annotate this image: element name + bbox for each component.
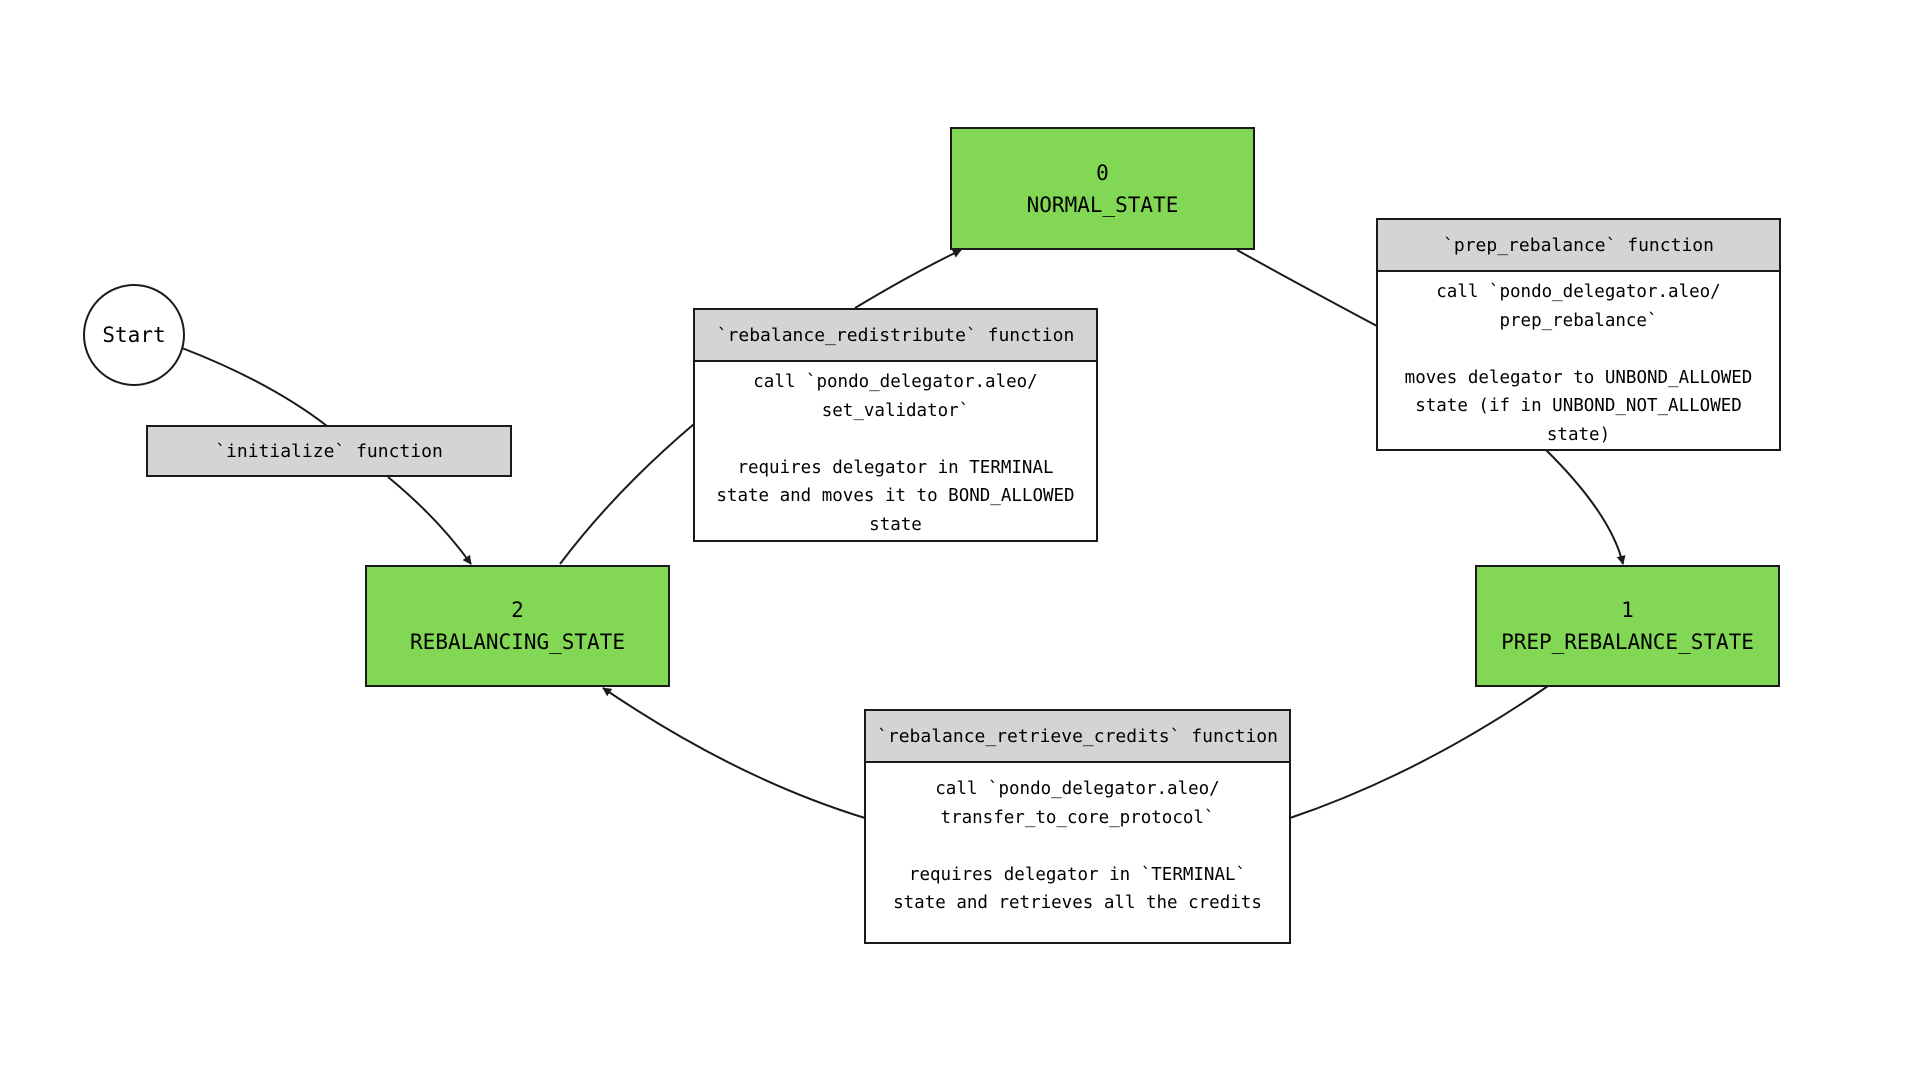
edge-initialize-to-rebalancing bbox=[387, 476, 472, 565]
function-rebalance-redistribute-body: call `pondo_delegator.aleo/ set_validato… bbox=[695, 362, 1096, 539]
function-initialize: `initialize` function bbox=[146, 425, 512, 477]
state-prep-rebalance: 1 PREP_REBALANCE_STATE bbox=[1475, 565, 1780, 687]
state-normal-name: NORMAL_STATE bbox=[1026, 192, 1179, 217]
call-line: call `pondo_delegator.aleo/ bbox=[1436, 282, 1721, 302]
state-rebalancing: 2 REBALANCING_STATE bbox=[365, 565, 670, 687]
edge-prep-state-to-retrieve bbox=[1289, 685, 1549, 819]
start-node: Start bbox=[83, 284, 185, 386]
function-rebalance-retrieve-credits-title: `rebalance_retrieve_credits` function bbox=[866, 711, 1289, 763]
edge-rebalancing-to-redistribute bbox=[559, 423, 695, 565]
edge-normal-to-prep-fn bbox=[1236, 249, 1378, 327]
note-line: state and retrieves all the credits bbox=[893, 893, 1262, 913]
note-line: state (if in UNBOND_NOT_ALLOWED bbox=[1415, 396, 1742, 416]
state-prep-rebalance-name: PREP_REBALANCE_STATE bbox=[1501, 630, 1754, 654]
note-line: requires delegator in `TERMINAL` bbox=[908, 864, 1247, 885]
note-line: state and moves it to BOND_ALLOWED bbox=[716, 486, 1075, 506]
state-rebalancing-name: REBALANCING_STATE bbox=[410, 630, 625, 654]
function-initialize-title: `initialize` function bbox=[148, 427, 510, 475]
function-rebalance-retrieve-credits: `rebalance_retrieve_credits` function ca… bbox=[864, 709, 1291, 944]
state-prep-rebalance-number: 1 bbox=[1621, 598, 1634, 622]
start-label: Start bbox=[102, 323, 166, 347]
function-prep-rebalance-title: `prep_rebalance` function bbox=[1378, 220, 1779, 272]
call-line: set_validator` bbox=[821, 400, 970, 421]
state-normal-number: 0 bbox=[1096, 160, 1109, 185]
call-line: prep_rebalance` bbox=[1499, 310, 1658, 331]
function-prep-rebalance-body: call `pondo_delegator.aleo/ prep_rebalan… bbox=[1378, 272, 1779, 449]
edge-redistribute-to-normal bbox=[854, 249, 962, 309]
state-rebalancing-number: 2 bbox=[511, 598, 524, 622]
edge-start-to-initialize bbox=[181, 347, 328, 427]
state-normal: 0 NORMAL_STATE bbox=[950, 127, 1255, 250]
function-rebalance-redistribute-title: `rebalance_redistribute` function bbox=[695, 310, 1096, 362]
note-line: requires delegator in TERMINAL bbox=[737, 457, 1054, 478]
call-line: call `pondo_delegator.aleo/ bbox=[935, 779, 1220, 799]
edge-prep-fn-to-prep-state bbox=[1545, 449, 1626, 565]
function-rebalance-redistribute: `rebalance_redistribute` function call `… bbox=[693, 308, 1098, 542]
call-line: call `pondo_delegator.aleo/ bbox=[753, 372, 1038, 392]
edge-retrieve-to-rebalancing bbox=[602, 687, 866, 819]
note-line: moves delegator to UNBOND_ALLOWED bbox=[1404, 367, 1753, 388]
function-prep-rebalance: `prep_rebalance` function call `pondo_de… bbox=[1376, 218, 1781, 451]
note-line: state bbox=[869, 514, 922, 535]
function-rebalance-retrieve-credits-body: call `pondo_delegator.aleo/ transfer_to_… bbox=[866, 763, 1289, 918]
note-line: state) bbox=[1546, 424, 1611, 445]
call-line: transfer_to_core_protocol` bbox=[940, 807, 1215, 828]
